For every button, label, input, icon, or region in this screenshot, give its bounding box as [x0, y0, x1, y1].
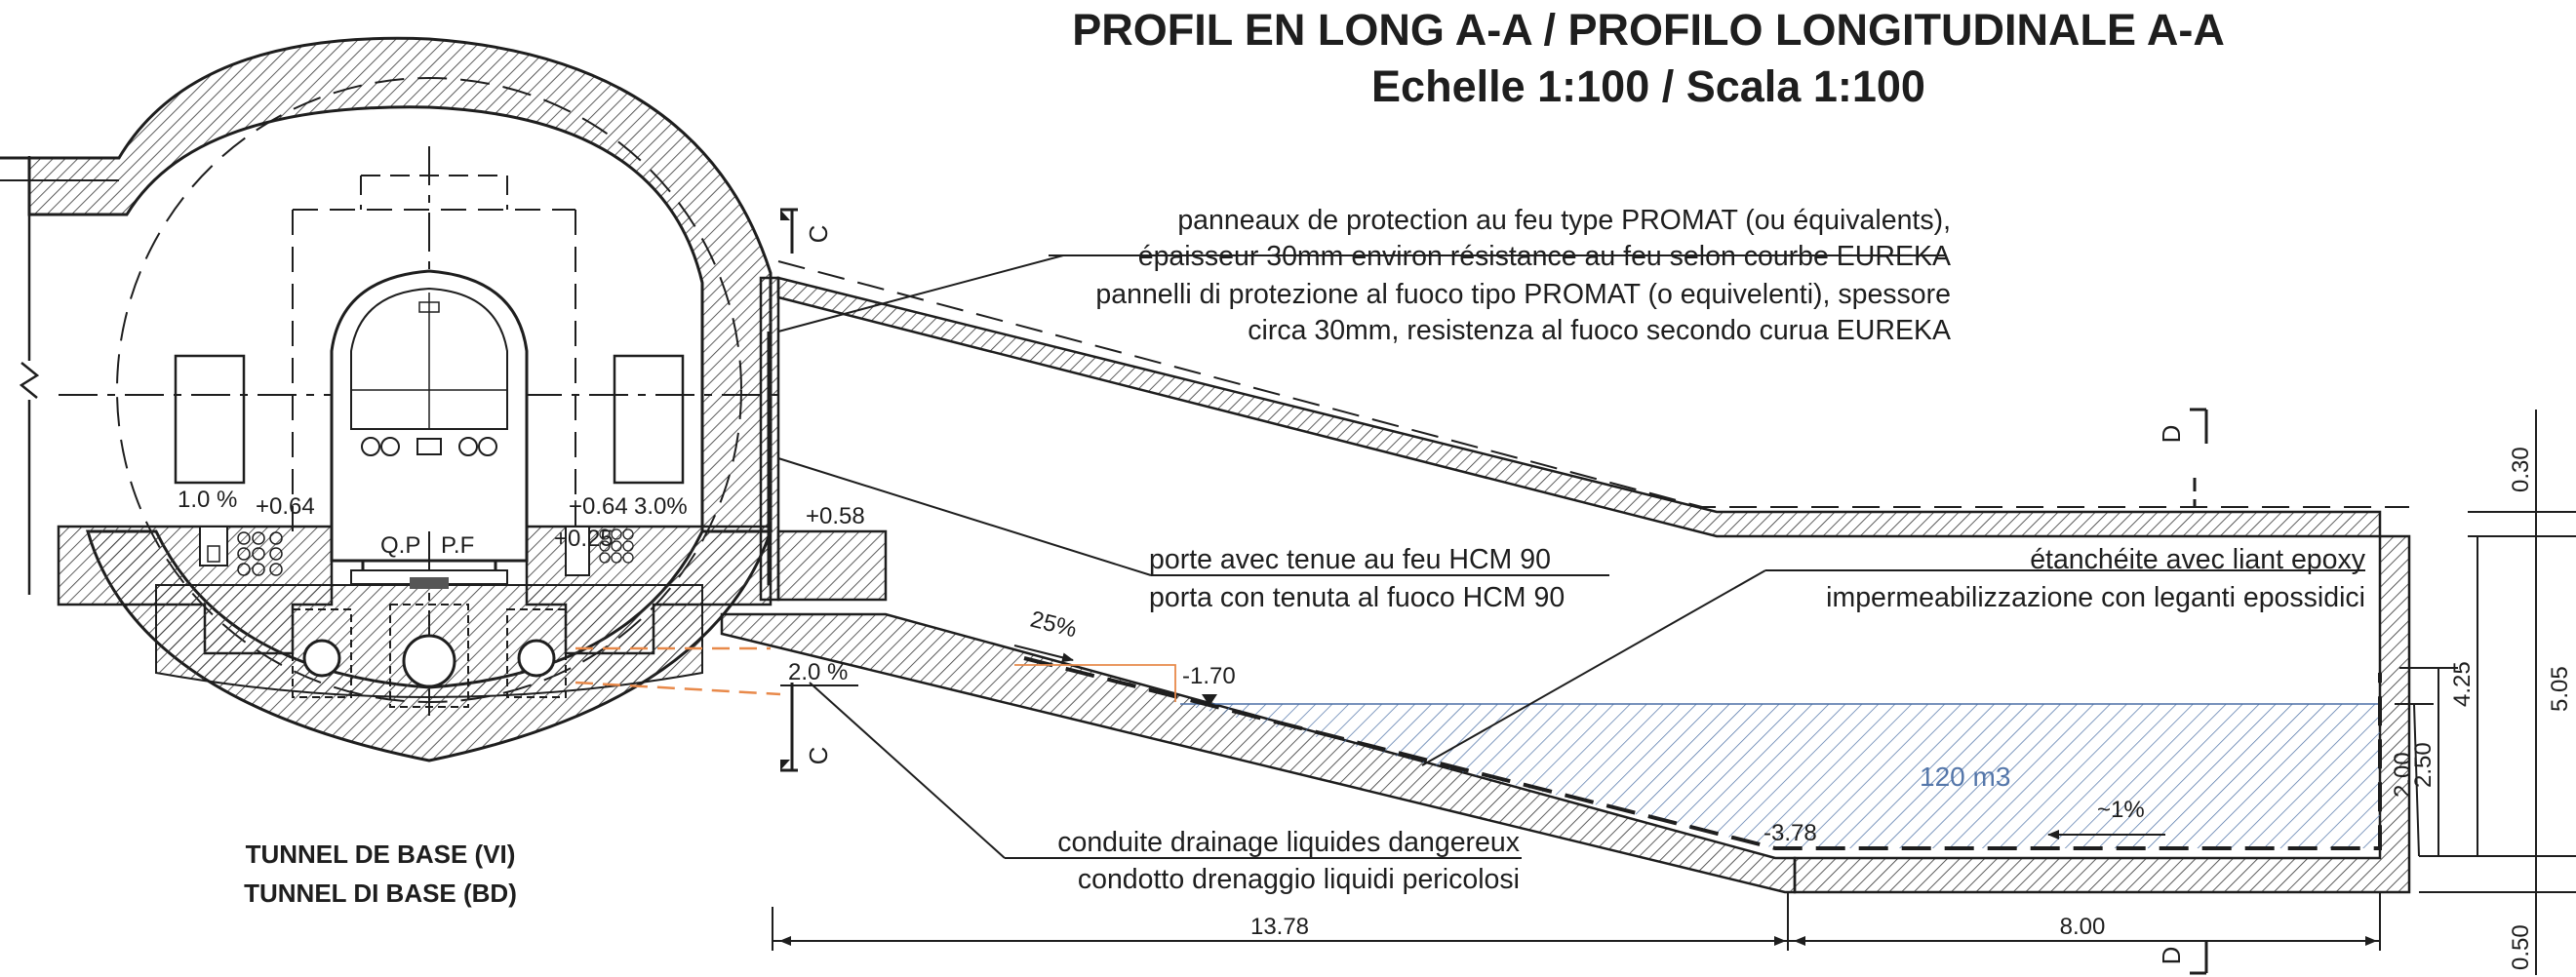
promat-note-line2: épaisseur 30mm environ résistance au feu…: [1138, 241, 1951, 272]
door-level-label: +0.58: [806, 503, 865, 529]
floor-slope-label: ~1%: [2097, 797, 2145, 823]
epoxy-note-it: impermeabilizzazione con leganti epossid…: [1826, 582, 2365, 613]
dim-050: 0.50: [2508, 924, 2534, 970]
door-note-fr: porte avec tenue au feu HCM 90: [1149, 544, 1551, 575]
promat-note-line1: panneaux de protection au feu type PROMA…: [1177, 205, 1951, 236]
section-c-top: C: [804, 225, 833, 244]
basin-length-label: 8.00: [2060, 914, 2106, 940]
section-c-markers: [780, 208, 798, 772]
drainage-note-it: condotto drenaggio liquidi pericolosi: [1078, 864, 1520, 895]
right-slope-label: 3.0%: [634, 493, 688, 520]
dim-505: 5.05: [2547, 666, 2573, 712]
left-level-label: +0.64: [256, 493, 315, 520]
promat-note-line4: circa 30mm, resistenza al fuoco secondo …: [1248, 315, 1951, 346]
ramp-slope-label: 25%: [1028, 606, 1080, 644]
dim-250: 2.50: [2410, 742, 2437, 788]
longitudinal-profile: [575, 260, 2411, 894]
dim-030: 0.30: [2508, 447, 2534, 492]
bottom-level-label: -3.78: [1764, 820, 1817, 846]
pipe-slope-label: 2.0 %: [788, 659, 848, 685]
drawing-title: PROFIL EN LONG A-A / PROFILO LONGITUDINA…: [1072, 5, 2225, 55]
epoxy-note-fr: étanchéite avec liant epoxy: [2030, 544, 2366, 575]
dim-425: 4.25: [2449, 661, 2476, 707]
right-low-label: +0.25: [554, 526, 614, 552]
section-c-bottom: C: [804, 747, 833, 765]
promat-note-line3: pannelli di protezione al fuoco tipo PRO…: [1095, 279, 1951, 310]
qp-label: Q.P: [380, 532, 420, 559]
vertical-dimensions: [2395, 410, 2576, 975]
pf-label: P.F: [441, 532, 474, 559]
section-d-bottom: D: [2157, 947, 2186, 965]
drainage-note-fr: conduite drainage liquides dangereux: [1057, 827, 1520, 858]
cable-ducts-left: [199, 526, 283, 576]
section-d-top: D: [2157, 425, 2186, 444]
tunnel-caption-it: TUNNEL DI BASE (BD): [244, 879, 517, 908]
ramp-length-label: 13.78: [1250, 914, 1309, 940]
cable-ducts-right: [565, 526, 634, 576]
tunnel-caption-fr: TUNNEL DE BASE (VI): [246, 840, 516, 869]
right-level-label: +0.64: [569, 493, 628, 520]
tunnel-cross-section: [0, 36, 780, 762]
leader-lines: [777, 254, 2365, 859]
left-slope-label: 1.0 %: [178, 487, 237, 513]
dim-200: 2.00: [2390, 752, 2416, 798]
section-d-markers: [2190, 408, 2208, 975]
drawing-scale: Echelle 1:100 / Scala 1:100: [1371, 61, 1925, 111]
door-note-it: porta con tenuta al fuoco HCM 90: [1149, 582, 1565, 613]
water-level-label: -1.70: [1182, 663, 1236, 689]
volume-label: 120 m3: [1920, 762, 2010, 792]
horizontal-dimensions: [772, 892, 2381, 951]
